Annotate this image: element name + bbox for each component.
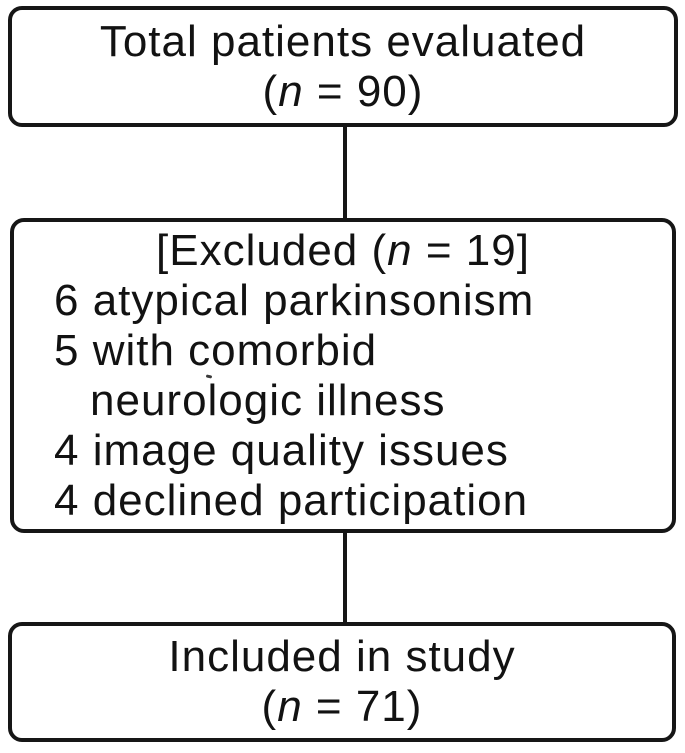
- exclusion-item-continuation: neurologic illness: [90, 376, 446, 425]
- exclusion-list: 6 atypical parkinsonism 5 with comorbid …: [14, 276, 672, 526]
- exclusion-item: 6 atypical parkinsonism: [54, 276, 535, 325]
- total-patients-title: Total patients evaluated: [99, 16, 587, 66]
- n-symbol: n: [387, 226, 413, 275]
- excluded-header-prefix: [Excluded (: [156, 226, 388, 275]
- exclusion-item: 4 image quality issues: [54, 426, 509, 475]
- n-prefix: (: [261, 682, 278, 731]
- n-symbol: n: [277, 682, 303, 731]
- included-n-line: (n = 71): [262, 682, 423, 732]
- exclusion-item: 4 declined participation: [54, 476, 529, 525]
- excluded-box: [Excluded (n = 19] 6 atypical parkinsoni…: [10, 218, 676, 533]
- exclusion-item: 5 with comorbid: [54, 326, 378, 375]
- total-patients-box: Total patients evaluated (n = 90): [8, 6, 678, 127]
- n-prefix: (: [262, 66, 279, 116]
- connector-line-bottom: [343, 531, 347, 623]
- excluded-header: [Excluded (n = 19]: [14, 226, 672, 276]
- excluded-header-suffix: = 19]: [412, 226, 530, 275]
- n-suffix: = 71): [302, 682, 423, 731]
- total-patients-n-line: (n = 90): [263, 67, 424, 117]
- included-box: Included in study (n = 71): [8, 622, 676, 742]
- connector-line-top: [343, 125, 347, 219]
- included-title: Included in study: [168, 632, 516, 681]
- n-suffix: = 90): [303, 66, 424, 116]
- n-symbol: n: [278, 66, 304, 116]
